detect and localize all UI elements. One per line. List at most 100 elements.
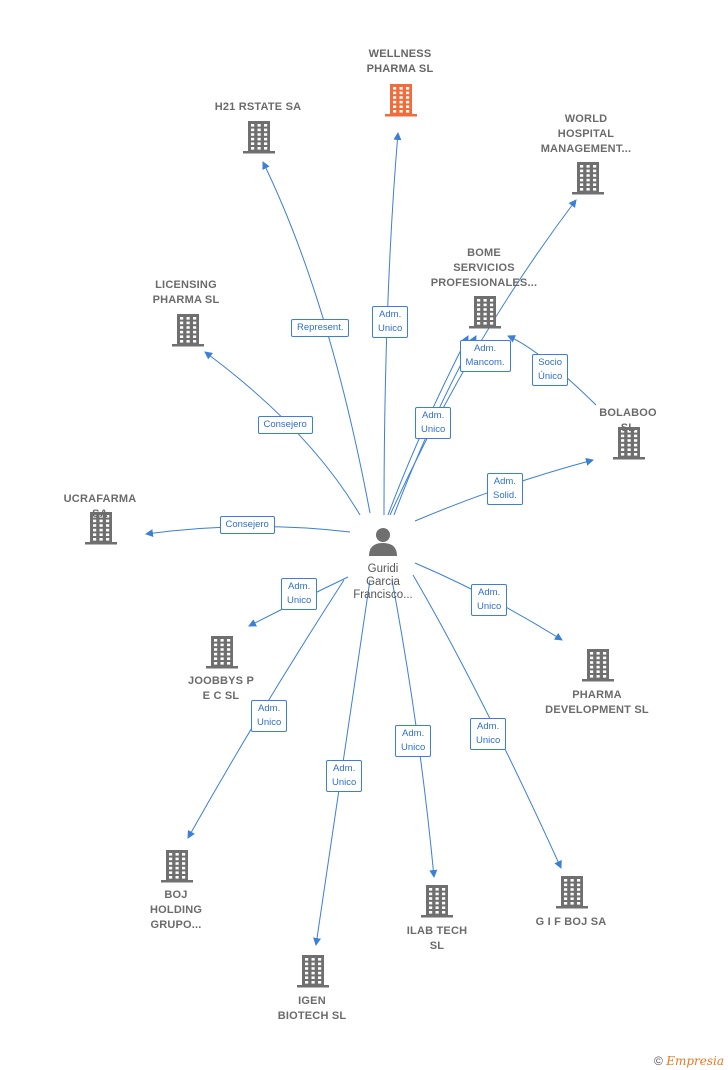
company-label-line: DEVELOPMENT SL xyxy=(545,704,649,716)
building-icon[interactable] xyxy=(172,314,204,347)
company-label-line: BOJ xyxy=(164,889,188,901)
company-label-line: PHARMA SL xyxy=(366,63,434,75)
center-name-line: Francisco... xyxy=(353,589,413,601)
edge-label-joobbys[interactable]: Adm. Unico xyxy=(281,578,318,610)
company-label-pharmadev[interactable]: PHARMA DEVELOPMENT SL xyxy=(545,688,649,718)
building-icon[interactable] xyxy=(469,296,501,329)
edge-label-boj[interactable]: Adm. Unico xyxy=(251,700,288,732)
company-label-bome[interactable]: BOME SERVICIOS PROFESIONALES... xyxy=(431,246,538,291)
edge-label-line: Adm. xyxy=(379,309,402,320)
edge-label-line: Adm. xyxy=(477,721,500,732)
edge-label-licensing[interactable]: Consejero xyxy=(257,416,313,434)
edge-label-line: Adm. xyxy=(422,410,445,421)
edge-label-line: Socio xyxy=(538,357,563,368)
company-label-gif[interactable]: G I F BOJ SA xyxy=(536,915,607,930)
company-label-licensing[interactable]: LICENSING PHARMA SL xyxy=(153,278,220,308)
company-label-line: LICENSING xyxy=(155,279,217,291)
edge-label-line: Unico xyxy=(257,717,282,728)
company-label-ucrafarma[interactable]: UCRAFARMA SA xyxy=(55,492,146,522)
company-label-line: IGEN xyxy=(298,995,326,1007)
edge-label-h21[interactable]: Represent. xyxy=(291,319,350,337)
edge-label-gif[interactable]: Adm. Unico xyxy=(470,718,507,750)
edge-label-line: Represent. xyxy=(297,322,344,333)
edge-label-line: Unico xyxy=(477,601,502,612)
edge-label-line: Mancom. xyxy=(465,357,505,368)
company-label-line: BOLABOO SL xyxy=(599,407,657,434)
edge-label-line: Unico xyxy=(332,777,357,788)
company-label-wellness[interactable]: WELLNESS PHARMA SL xyxy=(367,47,434,77)
company-label-line: JOOBBYS P xyxy=(188,675,254,687)
edge-label-line: Consejero xyxy=(263,419,307,430)
edge-label-wellness[interactable]: Adm. Unico xyxy=(372,306,409,338)
edge-label-ucrafarma[interactable]: Consejero xyxy=(219,516,275,534)
building-icon[interactable] xyxy=(161,850,193,883)
building-icon[interactable] xyxy=(85,512,117,545)
company-label-line: PHARMA xyxy=(572,689,622,701)
edge-igen xyxy=(313,579,371,946)
company-label-line: GRUPO... xyxy=(150,919,202,931)
building-icon[interactable] xyxy=(582,649,614,682)
company-label-ilab[interactable]: ILAB TECH SL xyxy=(398,924,476,954)
edge-label-line: Adm. xyxy=(402,728,425,739)
brand-name: Empresia xyxy=(666,1054,724,1068)
edge-label-bome[interactable]: Adm. Mancom. xyxy=(459,340,511,372)
edge-label-line: Adm. xyxy=(478,587,501,598)
edge-label-line: Unico xyxy=(287,595,312,606)
edge-label-pharmadev[interactable]: Adm. Unico xyxy=(471,584,508,616)
company-label-world[interactable]: WORLD HOSPITAL MANAGEMENT... xyxy=(541,112,632,157)
footer-brand: © Empresia xyxy=(654,1054,724,1068)
edge-label-line: Unico xyxy=(476,735,501,746)
company-label-line: HOSPITAL xyxy=(557,128,615,140)
edge-label-ilab[interactable]: Adm. Unico xyxy=(395,725,432,757)
company-label-line: G I F BOJ SA xyxy=(535,916,607,928)
edge-label-igen[interactable]: Adm. Unico xyxy=(326,760,363,792)
edge-label-line: Unico xyxy=(378,323,403,334)
building-icon[interactable] xyxy=(206,636,238,669)
edge-label-line: Adm. xyxy=(493,476,516,487)
edge-h21 xyxy=(262,161,371,514)
edge-gif xyxy=(412,574,562,869)
company-label-line: UCRAFARMA SA xyxy=(63,493,137,520)
edge-label-line: Adm. xyxy=(288,581,311,592)
company-label-line: HOLDING xyxy=(150,904,203,916)
edge-label-bolaboo[interactable]: Adm. Solid. xyxy=(487,473,523,505)
company-label-line: BOME xyxy=(467,247,501,259)
building-icon[interactable] xyxy=(243,121,275,154)
edge-label-line: Unico xyxy=(401,742,426,753)
company-label-line: H21 RSTATE SA xyxy=(214,101,302,113)
company-label-h21[interactable]: H21 RSTATE SA xyxy=(215,100,302,115)
copyright-symbol: © xyxy=(654,1054,663,1068)
edge-label-line: Adm. xyxy=(333,763,356,774)
company-label-bolaboo[interactable]: BOLABOO SL xyxy=(591,406,666,436)
person-icon[interactable] xyxy=(369,528,397,556)
edge-label-line: Único xyxy=(538,371,563,382)
company-label-line: PHARMA SL xyxy=(152,294,220,306)
building-icon[interactable] xyxy=(385,84,417,117)
edge-label-line: Solid. xyxy=(493,490,517,501)
building-icon[interactable] xyxy=(556,876,588,909)
edge-label-line: Adm. xyxy=(473,343,497,354)
center-person-label[interactable]: Guridi Garcia Francisco... xyxy=(338,563,428,602)
building-icon[interactable] xyxy=(572,162,604,195)
company-label-line: SERVICIOS xyxy=(453,262,515,274)
company-label-line: E C SL xyxy=(202,690,240,702)
edge-label-line: Unico xyxy=(421,424,446,435)
company-label-boj[interactable]: BOJ HOLDING GRUPO... xyxy=(150,888,202,933)
company-label-igen[interactable]: IGEN BIOTECH SL xyxy=(278,994,347,1024)
edge-label-bome[interactable]: Adm. Unico xyxy=(415,407,452,439)
company-label-line: BIOTECH SL xyxy=(277,1010,347,1022)
building-icon[interactable] xyxy=(421,885,453,918)
company-label-line: ILAB TECH SL xyxy=(406,925,468,952)
company-label-line: WELLNESS xyxy=(368,48,432,60)
company-label-line: PROFESIONALES... xyxy=(430,277,538,289)
company-label-line: WORLD xyxy=(564,113,608,125)
edge-label-line: Consejero xyxy=(225,519,269,530)
center-name-line: Guridi xyxy=(367,563,399,575)
edge-label-line: Adm. xyxy=(258,703,281,714)
company-label-joobbys[interactable]: JOOBBYS P E C SL xyxy=(188,674,254,704)
building-icon[interactable] xyxy=(613,427,645,460)
building-icon[interactable] xyxy=(297,955,329,988)
company-label-line: MANAGEMENT... xyxy=(540,143,632,155)
